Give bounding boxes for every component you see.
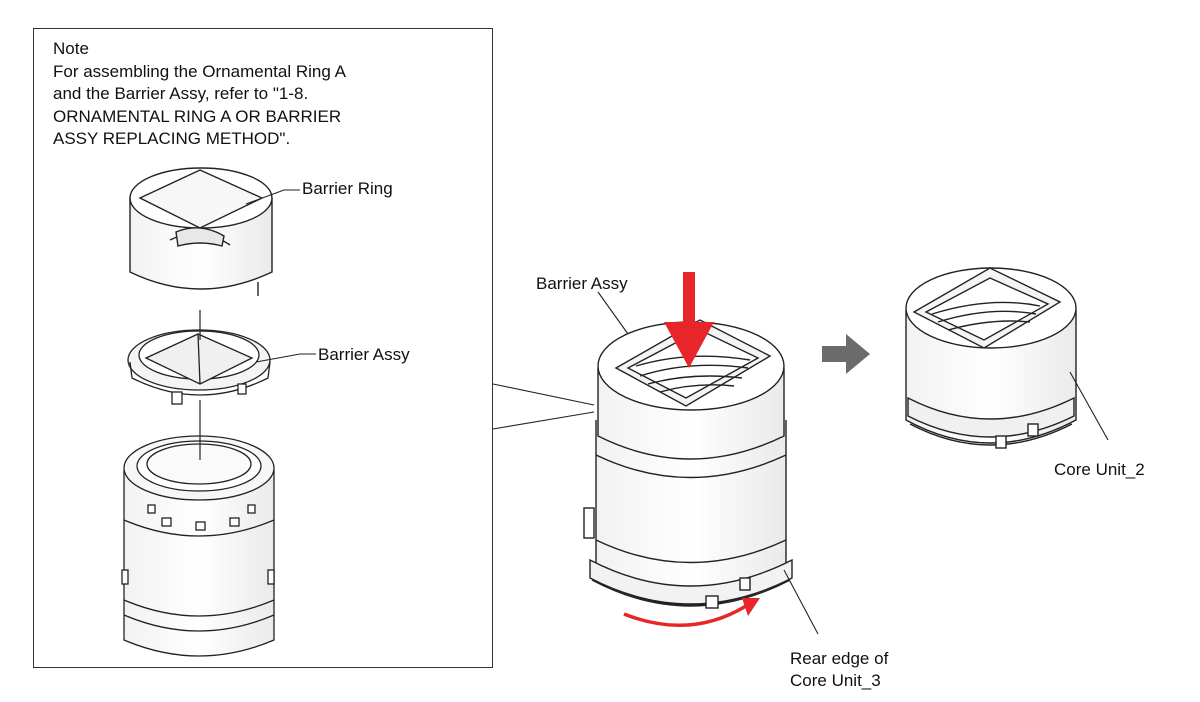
label-rear-edge-line-2: Core Unit_3: [790, 671, 881, 690]
label-rear-edge-line-1: Rear edge of: [790, 649, 889, 668]
barrier-ring-drawing: [129, 167, 273, 296]
core-unit-2-drawing: [905, 267, 1077, 449]
curved-arrow-icon: [623, 598, 760, 627]
core-unit-2-leader: [1069, 371, 1109, 441]
note-panel: [33, 28, 493, 668]
callout-lines: [492, 383, 595, 430]
main-assembly-drawing: [583, 319, 793, 609]
label-barrier-assy-main: Barrier Assy: [536, 274, 628, 293]
note-line-4: ASSY REPLACING METHOD".: [53, 129, 291, 148]
label-barrier-assy-exploded: Barrier Assy: [318, 345, 410, 364]
note-heading: Note: [53, 39, 89, 58]
label-core-unit-2: Core Unit_2: [1054, 460, 1145, 479]
main-leader-lines: [597, 291, 819, 635]
note-leader-lines: [245, 189, 316, 363]
label-barrier-ring: Barrier Ring: [302, 179, 393, 198]
arrow-down-icon: [664, 272, 714, 368]
note-line-3: ORNAMENTAL RING A OR BARRIER: [53, 106, 342, 126]
arrow-right-icon: [822, 334, 870, 374]
note-line-2: and the Barrier Assy, refer to "1-8.: [53, 84, 309, 103]
barrier-assy-exploded-drawing: [127, 329, 271, 405]
note-line-1: For assembling the Ornamental Ring A: [53, 61, 346, 81]
note-text: Note For assembling the Ornamental Ring …: [53, 38, 473, 151]
core-unit-exploded-drawing: [121, 435, 275, 657]
